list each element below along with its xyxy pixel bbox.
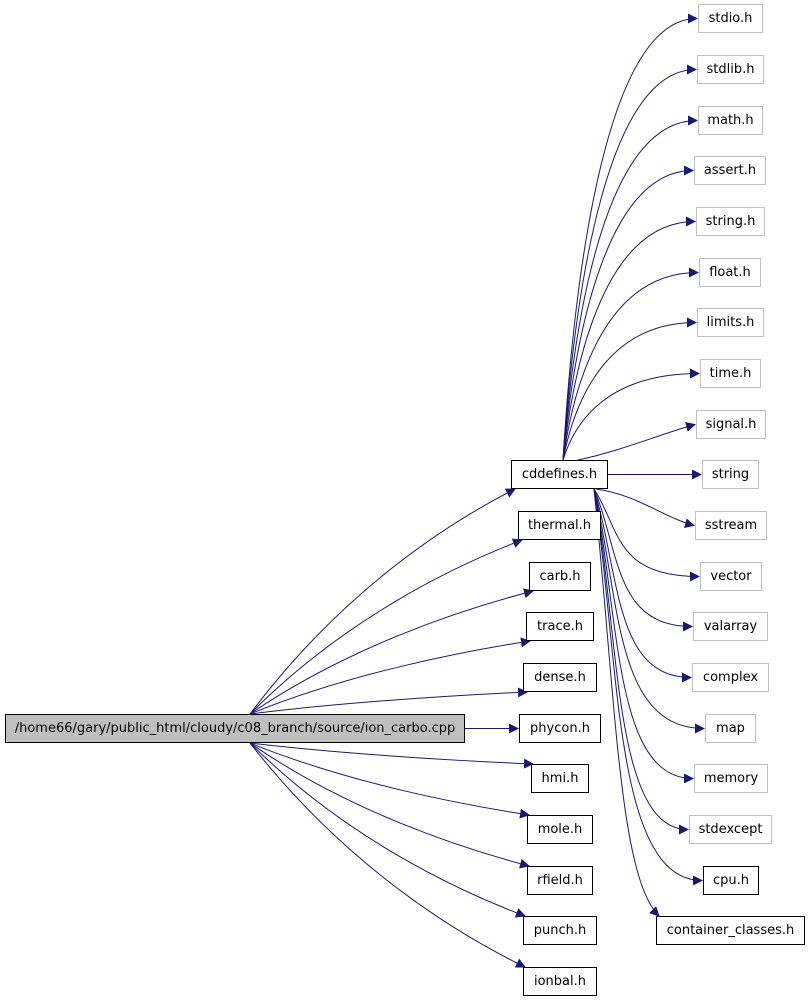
edge-cddefines-to-assert-h — [562, 165, 694, 461]
edge-cddefines-to-map — [593, 488, 705, 734]
node-valarray[interactable]: valarray — [693, 612, 768, 641]
node-float-h[interactable]: float.h — [699, 258, 761, 287]
node-trace-h[interactable]: trace.h — [526, 612, 594, 641]
edge-root-to-mole-h — [249, 742, 530, 819]
edge-root-to-thermal-h — [249, 538, 523, 715]
edge-root-to-hmi-h — [249, 742, 534, 769]
edge-root-to-dense-h — [249, 687, 528, 715]
node-complex[interactable]: complex — [692, 663, 769, 692]
edge-root-to-punch-h — [249, 742, 526, 918]
node-carb-h[interactable]: carb.h — [529, 562, 591, 591]
edge-cddefines-to-memory — [593, 488, 694, 784]
edge-root-to-carb-h — [249, 588, 534, 715]
node-time-h[interactable]: time.h — [700, 359, 761, 388]
node-stdexcept[interactable]: stdexcept — [689, 815, 772, 844]
node-stdio-h[interactable]: stdio.h — [698, 4, 763, 33]
node-vector[interactable]: vector — [700, 562, 762, 591]
node-cpu-h[interactable]: cpu.h — [703, 866, 759, 895]
node-rfield-h[interactable]: rfield.h — [527, 866, 593, 895]
node-punch-h[interactable]: punch.h — [523, 916, 597, 945]
node-cddefines-h[interactable]: cddefines.h — [511, 460, 608, 489]
node-container-classes-h[interactable]: container_classes.h — [656, 916, 805, 945]
node-map[interactable]: map — [705, 714, 756, 743]
node-memory[interactable]: memory — [694, 764, 768, 793]
edges — [249, 13, 705, 968]
edge-cddefines-to-vector — [593, 488, 700, 582]
edge-cddefines-to-sstream — [595, 488, 695, 529]
edge-cddefines-to-container-classes-h — [593, 488, 660, 917]
edge-cddefines-to-valarray — [593, 488, 693, 632]
edge-cddefines-to-stdio-h — [562, 13, 698, 461]
edge-root-to-cddefines-h — [249, 488, 516, 715]
edge-cddefines-to-limits-h — [562, 317, 697, 461]
node-stdlib-h[interactable]: stdlib.h — [697, 55, 764, 84]
node-thermal-h[interactable]: thermal.h — [518, 511, 601, 540]
node-signal-h[interactable]: signal.h — [696, 410, 766, 439]
root-file-node[interactable]: /home66/gary/public_html/cloudy/c08_bran… — [5, 714, 465, 743]
edge-root-to-rfield-h — [249, 742, 530, 869]
node-dense-h[interactable]: dense.h — [523, 663, 597, 692]
node-ionbal-h[interactable]: ionbal.h — [523, 967, 597, 996]
node-string[interactable]: string — [702, 460, 759, 489]
node-hmi-h[interactable]: hmi.h — [531, 764, 589, 793]
edge-cddefines-to-stdlib-h — [562, 64, 697, 461]
node-sstream[interactable]: sstream — [695, 511, 767, 540]
node-math-h[interactable]: math.h — [698, 106, 763, 135]
edge-cddefines-to-complex — [593, 488, 692, 683]
edge-cddefines-to-time-h — [562, 368, 700, 461]
edge-root-to-trace-h — [249, 637, 531, 715]
edge-cddefines-to-math-h — [562, 115, 698, 461]
node-string-h[interactable]: string.h — [696, 207, 765, 236]
node-limits-h[interactable]: limits.h — [697, 308, 764, 337]
edge-cddefines-to-stdexcept — [593, 488, 689, 835]
edge-root-to-ionbal-h — [249, 742, 526, 968]
node-phycon-h[interactable]: phycon.h — [519, 714, 601, 743]
node-mole-h[interactable]: mole.h — [527, 815, 593, 844]
edge-cddefines-to-signal-h — [577, 421, 696, 461]
edge-cddefines-to-cpu-h — [593, 488, 703, 886]
edge-cddefines-to-float-h — [562, 267, 699, 461]
node-assert-h[interactable]: assert.h — [694, 156, 766, 185]
edge-cddefines-to-string-h — [562, 216, 696, 461]
